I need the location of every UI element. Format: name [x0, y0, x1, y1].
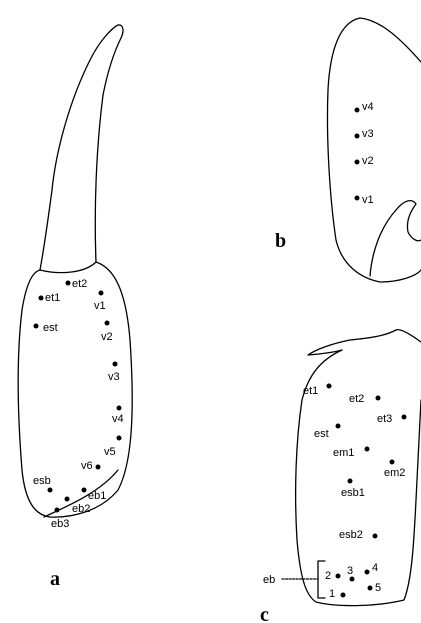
label-a-v1: v1: [94, 300, 106, 312]
dot-c-eb1: [341, 593, 346, 598]
label-c-eb1: 1: [329, 588, 335, 600]
label-a-v2: v2: [101, 331, 113, 343]
dot-b-v2: [355, 160, 360, 165]
label-a-eb2: eb2: [72, 503, 90, 515]
dot-c-est: [336, 424, 341, 429]
dot-c-et3: [402, 415, 407, 420]
dot-c-em2: [390, 460, 395, 465]
label-a-eb1: eb1: [88, 490, 106, 502]
label-c-eb3: 3: [347, 565, 353, 577]
label-a-eb3: eb3: [51, 518, 69, 530]
panel-c: et1 et2 et3 est em1 em2 esb1 esb2 eb 1 2…: [260, 330, 421, 623]
label-b-v4: v4: [362, 101, 374, 113]
label-c-esb1: esb1: [341, 487, 365, 499]
label-c-et3: et3: [377, 413, 392, 425]
dot-a-et2: [66, 281, 71, 286]
label-c-em1: em1: [333, 447, 354, 459]
dot-b-v1: [355, 196, 360, 201]
label-b-v1: v1: [362, 194, 374, 206]
dot-a-esb: [48, 488, 53, 493]
label-c-em2: em2: [384, 467, 405, 479]
label-a-et2: et2: [72, 278, 87, 290]
label-c-eb5: 5: [375, 582, 381, 594]
label-c-est: est: [314, 428, 329, 440]
dot-c-eb2: [336, 574, 341, 579]
dot-a-v2: [105, 321, 110, 326]
label-a-est: est: [43, 322, 58, 334]
label-a-esb: esb: [33, 475, 51, 487]
label-a-v3: v3: [108, 371, 120, 383]
dot-c-et2: [376, 396, 381, 401]
label-c-et1: et1: [303, 385, 318, 397]
dot-c-eb3: [350, 577, 355, 582]
dot-a-v3: [113, 362, 118, 367]
label-c-et2: et2: [349, 393, 364, 405]
dot-a-v4: [117, 406, 122, 411]
dot-a-et1: [39, 296, 44, 301]
panel-a-letter: a: [50, 568, 60, 590]
panel-b: v4 v3 v2 v1 b: [275, 18, 421, 282]
dot-c-em1: [365, 447, 370, 452]
dot-a-v5: [117, 436, 122, 441]
label-b-v3: v3: [362, 128, 374, 140]
dot-c-eb5: [368, 586, 373, 591]
dot-a-v1: [99, 291, 104, 296]
panel-c-letter: c: [260, 604, 269, 623]
dot-a-eb3: [55, 508, 60, 513]
panel-b-letter: b: [275, 230, 286, 252]
dot-a-eb2: [65, 497, 70, 502]
dot-c-esb2: [373, 534, 378, 539]
label-c-eb: eb: [263, 574, 275, 586]
label-a-v6: v6: [81, 460, 93, 472]
dot-a-v6: [96, 465, 101, 470]
panel-b-fold: [370, 201, 421, 276]
dot-a-est: [34, 324, 39, 329]
dot-b-v4: [355, 108, 360, 113]
eb-bracket: [318, 561, 325, 598]
panel-a-stalk: [40, 25, 123, 270]
label-b-v2: v2: [362, 155, 374, 167]
label-a-v5: v5: [104, 446, 116, 458]
dot-c-esb1: [348, 479, 353, 484]
label-c-eb4: 4: [372, 562, 378, 574]
dot-c-eb4: [365, 570, 370, 575]
dot-c-et1: [327, 384, 332, 389]
dot-a-eb1: [82, 488, 87, 493]
label-a-et1: et1: [45, 292, 60, 304]
panel-b-outline: [327, 18, 421, 282]
label-c-esb2: esb2: [339, 529, 363, 541]
panel-a: et2 et1 est v1 v2 v3 v4 v5 v6 esb eb1 eb…: [18, 25, 132, 590]
dot-b-v3: [355, 134, 360, 139]
label-c-eb2: 2: [325, 570, 331, 582]
label-a-v4: v4: [112, 413, 124, 425]
